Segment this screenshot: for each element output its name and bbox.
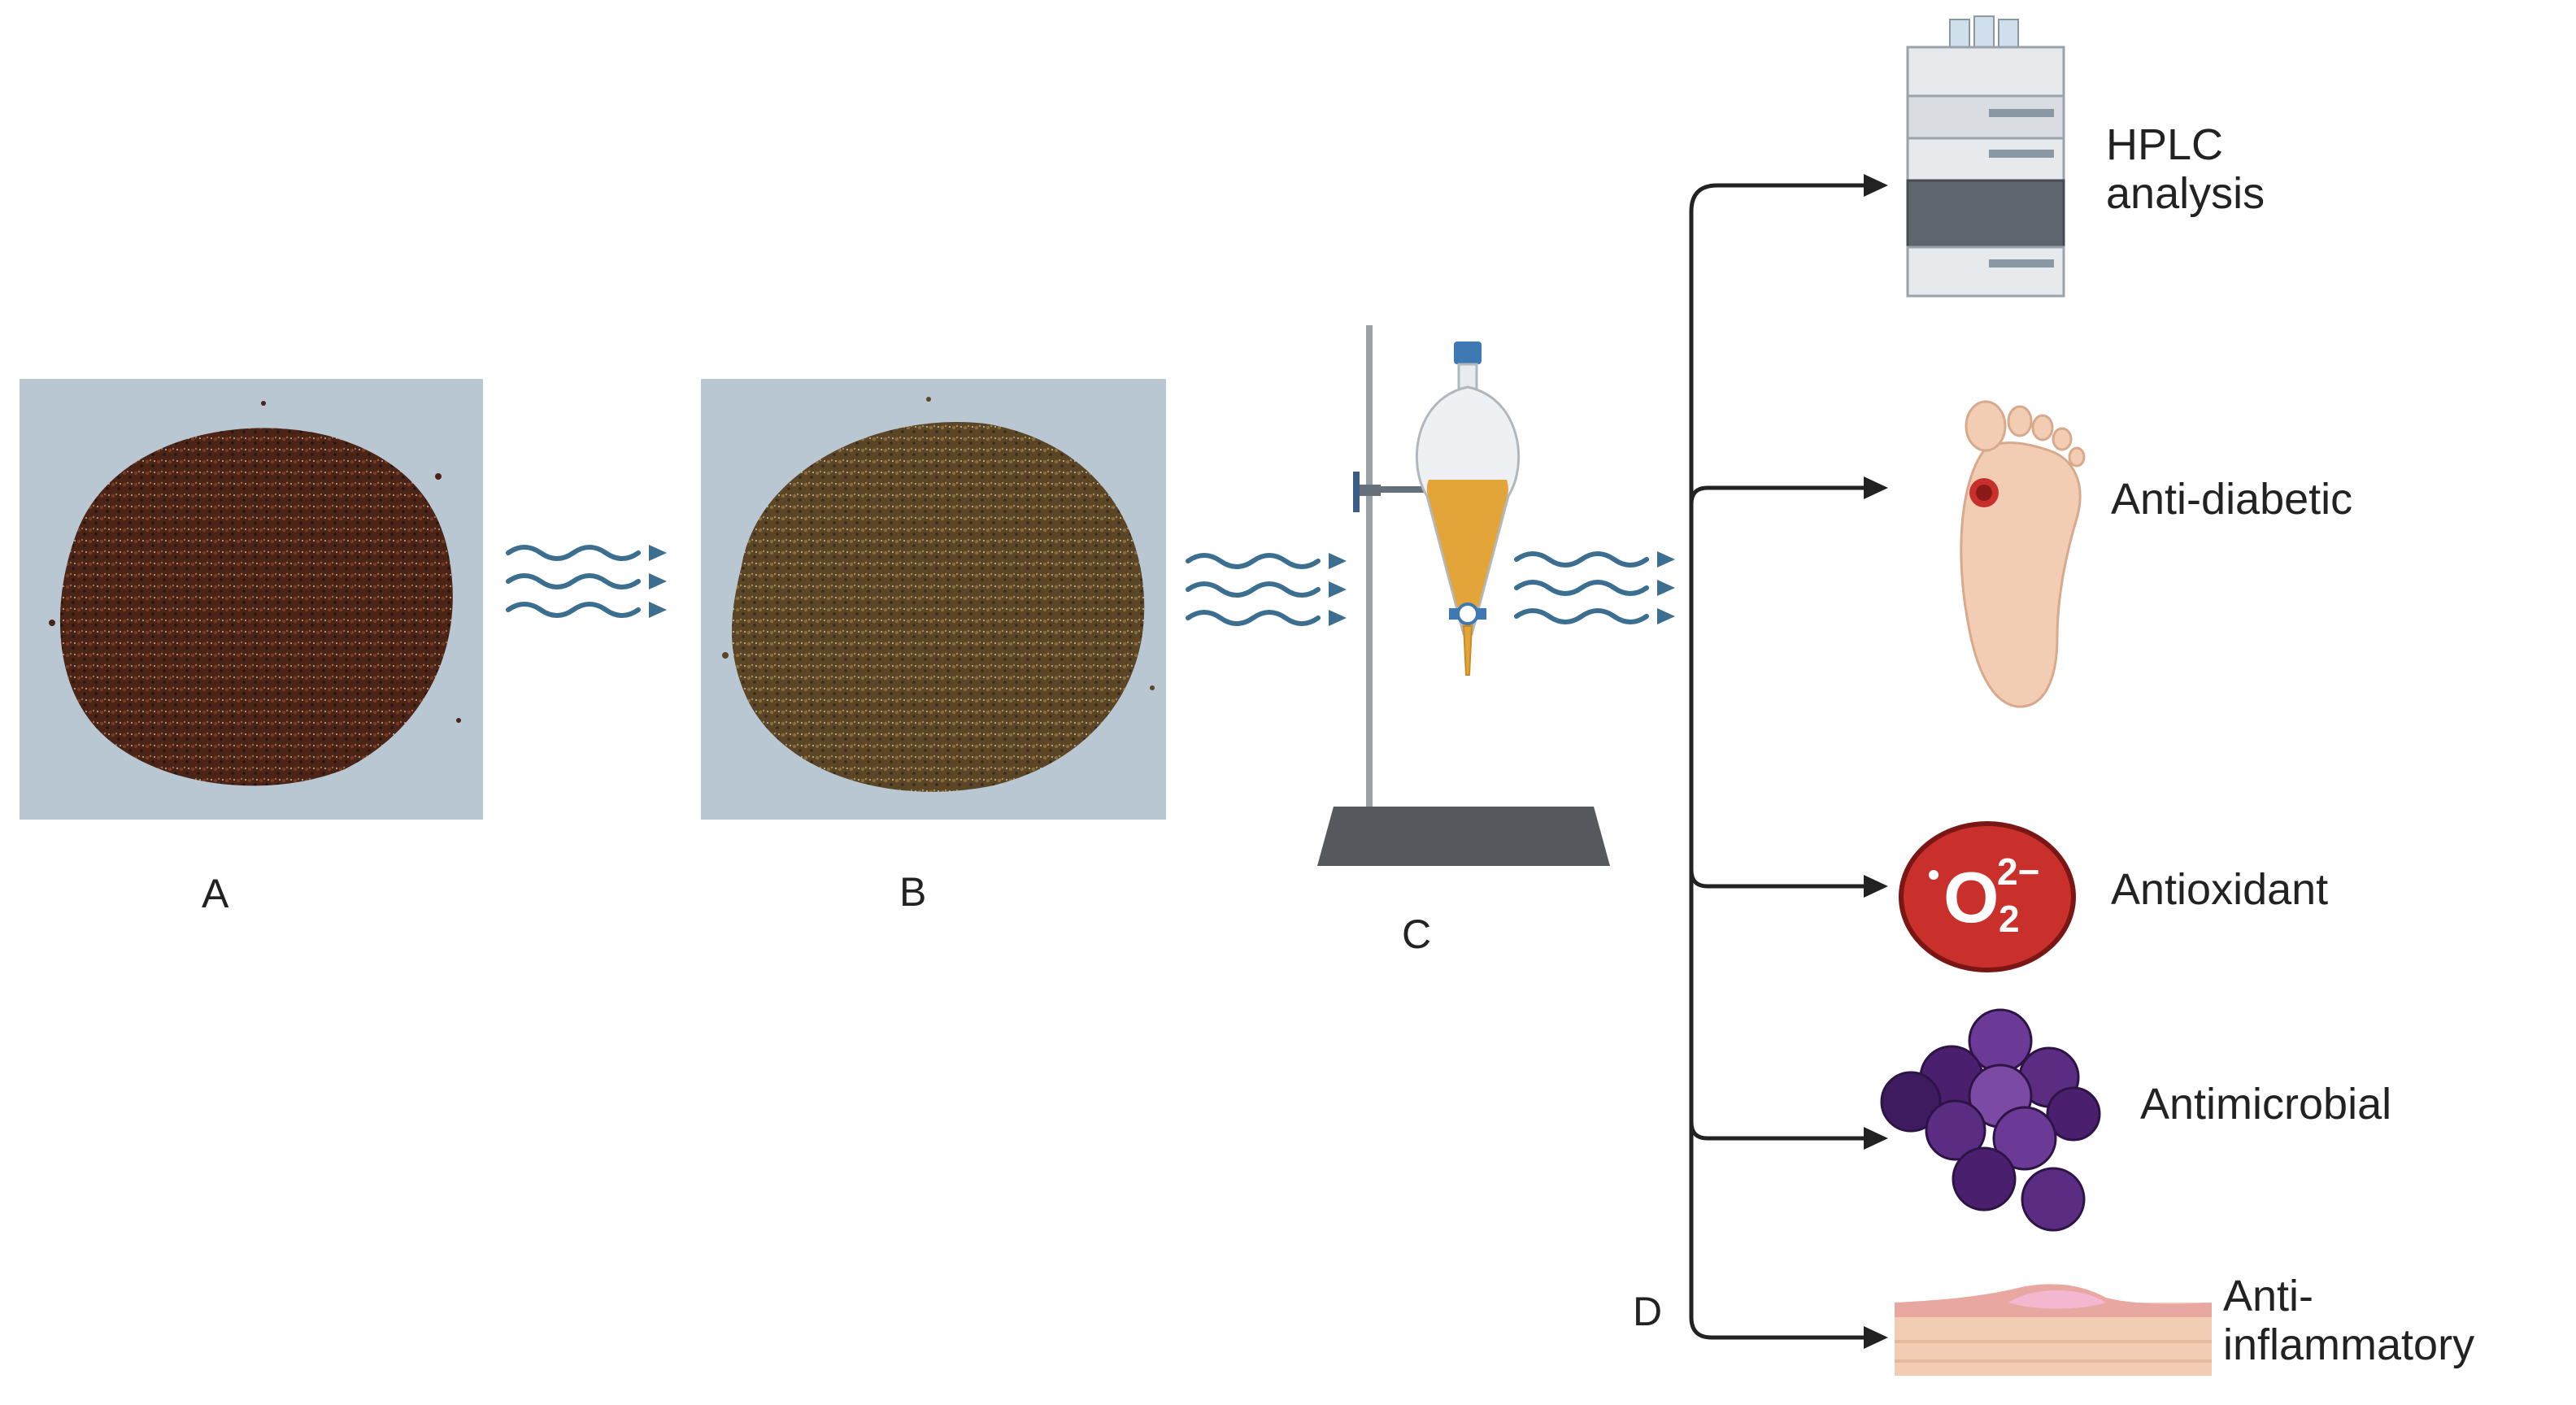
output-label-line: Antioxidant <box>2111 865 2329 914</box>
separatory-funnel-stand-icon <box>1317 325 1610 878</box>
radical-charge: 2− <box>1997 850 2039 893</box>
seed-pile-photo-b <box>701 379 1166 820</box>
hplc-instrument-icon <box>1899 11 2072 304</box>
panel-label-c: C <box>1402 911 1432 957</box>
foot-ulcer-icon <box>1935 394 2098 719</box>
branch-arrows <box>1675 146 1903 1366</box>
wave-arrows-icon <box>1184 545 1355 634</box>
output-label-antiinflammatory: Anti- inflammatory <box>2223 1272 2474 1369</box>
output-label-hplc: HPLC analysis <box>2106 120 2265 218</box>
output-label-antioxidant: Antioxidant <box>2111 865 2328 914</box>
bacteria-cluster-icon <box>1878 1008 2106 1236</box>
radical-symbol: O <box>1943 857 1999 937</box>
wave-arrows-icon <box>1512 543 1683 633</box>
panel-label-d: D <box>1633 1289 1663 1334</box>
superoxide-radical-icon: O 2− 2 <box>1896 818 2078 976</box>
radical-subscript: 2 <box>1999 898 2020 940</box>
inflamed-skin-icon <box>1895 1278 2212 1376</box>
output-label-line: Anti- <box>2223 1272 2314 1320</box>
panel-label-b: B <box>899 869 927 915</box>
output-label-line: analysis <box>2106 169 2265 218</box>
output-label-line: inflammatory <box>2223 1320 2475 1369</box>
output-label-line: Antimicrobial <box>2140 1080 2392 1129</box>
output-label-line: HPLC <box>2106 120 2224 169</box>
wave-arrows-icon <box>504 537 675 626</box>
seed-pile-photo-a <box>20 379 483 820</box>
output-label-antimicrobial: Antimicrobial <box>2140 1080 2391 1129</box>
output-label-line: Anti-diabetic <box>2111 475 2353 524</box>
output-label-antidiabetic: Anti-diabetic <box>2111 475 2352 524</box>
panel-label-a: A <box>202 871 229 916</box>
